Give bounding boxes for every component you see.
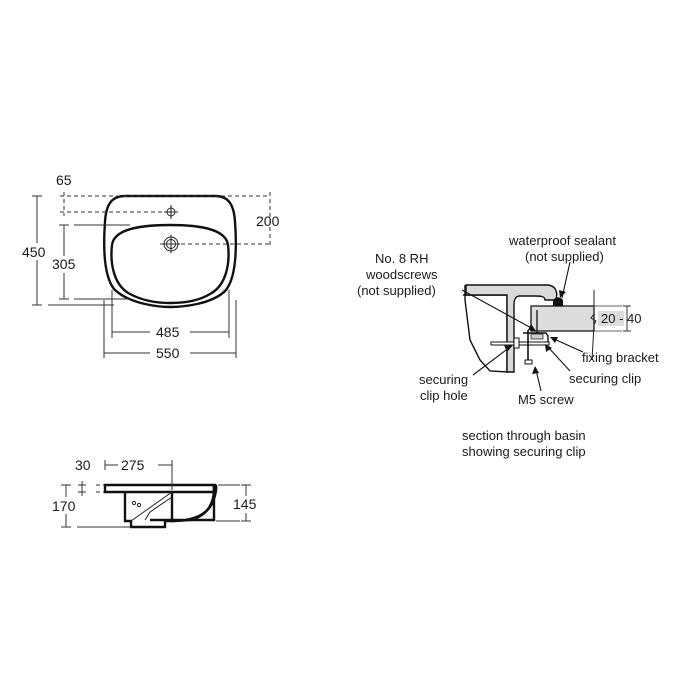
label-clip-hole-2: clip hole xyxy=(420,388,468,403)
sealant-bead xyxy=(553,297,563,306)
dim-bowl-width: 485 xyxy=(156,324,180,340)
dim-bowl-depth: 305 xyxy=(52,256,76,272)
dim-overhang: 275 xyxy=(121,457,145,473)
dim-worktop-thickness: 20 - 40 xyxy=(601,311,641,326)
label-m5-screw: M5 screw xyxy=(518,392,574,407)
dim-rim-thickness: 30 xyxy=(75,457,91,473)
basin-outer-outline xyxy=(102,194,238,309)
basin-section xyxy=(463,285,508,373)
dim-tap-to-waste: 200 xyxy=(256,213,280,229)
dim-overall-height: 170 xyxy=(52,498,76,514)
dim-overall-width: 550 xyxy=(156,345,180,361)
dim-overall-depth: 450 xyxy=(22,244,46,260)
label-sealant-1: waterproof sealant xyxy=(508,233,616,248)
dim-bowl-height: 145 xyxy=(233,496,257,512)
basin-rim xyxy=(465,284,558,373)
label-fixing-bracket: fixing bracket xyxy=(582,350,659,365)
caption-line-1: section through basin xyxy=(462,428,586,443)
plan-view: 65 450 305 200 485 550 xyxy=(22,172,280,361)
securing-clip xyxy=(490,341,550,346)
side-view: 275 30 170 145 xyxy=(52,457,264,529)
label-screws-2: woodscrews xyxy=(365,267,438,282)
section-view: 20 - 40 waterproof sealant (not supplied… xyxy=(357,233,659,459)
caption-line-2: showing securing clip xyxy=(462,444,586,459)
label-sealant-2: (not supplied) xyxy=(525,249,604,264)
label-screws-1: No. 8 RH xyxy=(375,251,428,266)
dim-tap-hole-offset: 65 xyxy=(56,172,72,188)
basin-bowl-outline xyxy=(110,223,230,305)
label-clip-hole-1: securing xyxy=(419,372,468,387)
label-screws-3: (not supplied) xyxy=(357,283,436,298)
label-securing-clip: securing clip xyxy=(569,371,641,386)
worktop xyxy=(530,305,595,332)
